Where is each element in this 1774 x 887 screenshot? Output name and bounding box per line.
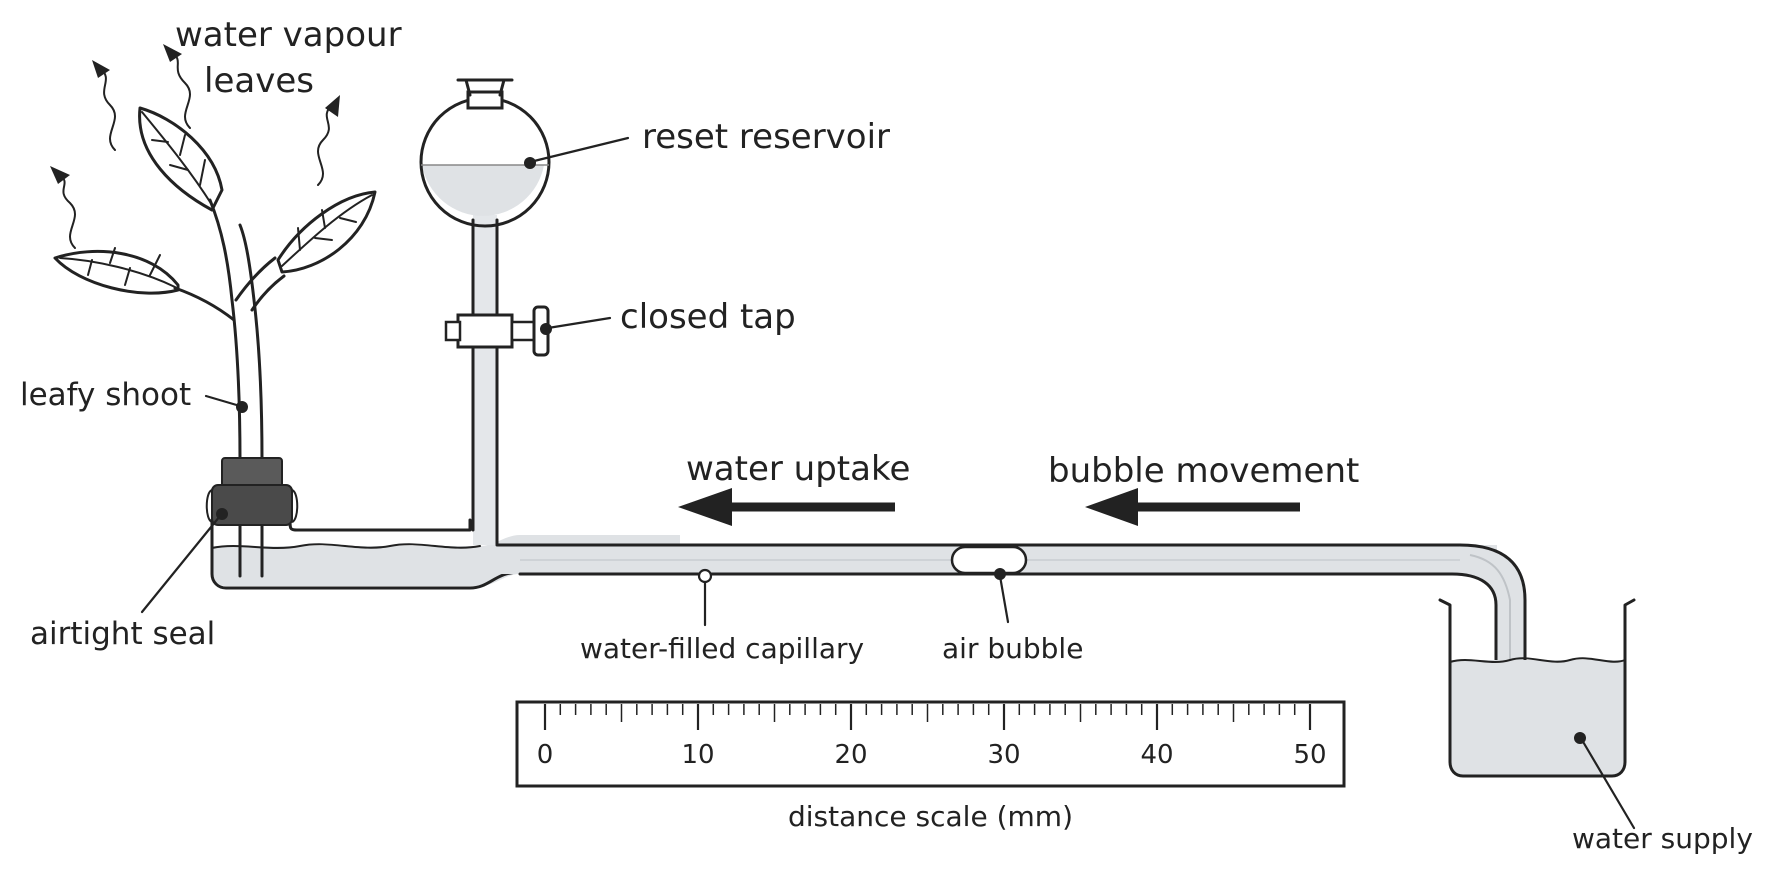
leader-lines bbox=[140, 136, 1636, 830]
label-water-uptake: water uptake bbox=[686, 449, 910, 489]
label-leaves: leaves bbox=[204, 61, 314, 101]
leaf-right bbox=[276, 190, 377, 274]
ruler-number: 50 bbox=[1293, 740, 1326, 770]
air-bubble bbox=[950, 545, 1028, 575]
leafy-shoot-plant bbox=[53, 106, 377, 462]
ruler-number: 40 bbox=[1140, 740, 1173, 770]
vapour-arrow-4 bbox=[50, 166, 76, 249]
water-vapour-arrows bbox=[50, 44, 340, 249]
label-distance-scale: distance scale (mm) bbox=[788, 800, 1073, 833]
label-closed-tap: closed tap bbox=[620, 297, 796, 337]
label-water-vapour: water vapour bbox=[175, 15, 402, 55]
vapour-arrow-1 bbox=[92, 60, 116, 151]
label-air-bubble: air bubble bbox=[942, 632, 1083, 665]
label-water-filled-capillary: water-filled capillary bbox=[580, 632, 864, 665]
stem bbox=[208, 198, 242, 462]
bubble-movement-arrow bbox=[1085, 488, 1300, 526]
vapour-arrow-2 bbox=[163, 44, 191, 129]
label-leafy-shoot: leafy shoot bbox=[20, 377, 191, 413]
ruler-number: 20 bbox=[834, 740, 867, 770]
label-airtight-seal: airtight seal bbox=[30, 616, 215, 652]
ruler-number: 30 bbox=[987, 740, 1020, 770]
ruler-number: 0 bbox=[537, 740, 554, 770]
label-bubble-movement: bubble movement bbox=[1048, 451, 1359, 491]
distance-scale-ruler: 0 10 20 30 40 50 bbox=[515, 700, 1346, 788]
water-supply-beaker bbox=[1438, 598, 1636, 778]
vapour-arrow-3 bbox=[317, 95, 340, 186]
label-reset-reservoir: reset reservoir bbox=[642, 117, 890, 157]
airtight-seal bbox=[205, 457, 299, 526]
ruler-ticks bbox=[543, 704, 1312, 730]
leaf-top bbox=[138, 106, 224, 212]
ruler-numbers: 0 10 20 30 40 50 bbox=[537, 740, 1327, 770]
reservoir-bulb bbox=[419, 78, 551, 228]
label-water-supply: water supply bbox=[1572, 822, 1753, 855]
water-uptake-arrow bbox=[678, 488, 895, 526]
tap bbox=[444, 305, 550, 357]
ruler-number: 10 bbox=[681, 740, 714, 770]
reservoir-tube bbox=[471, 215, 499, 546]
